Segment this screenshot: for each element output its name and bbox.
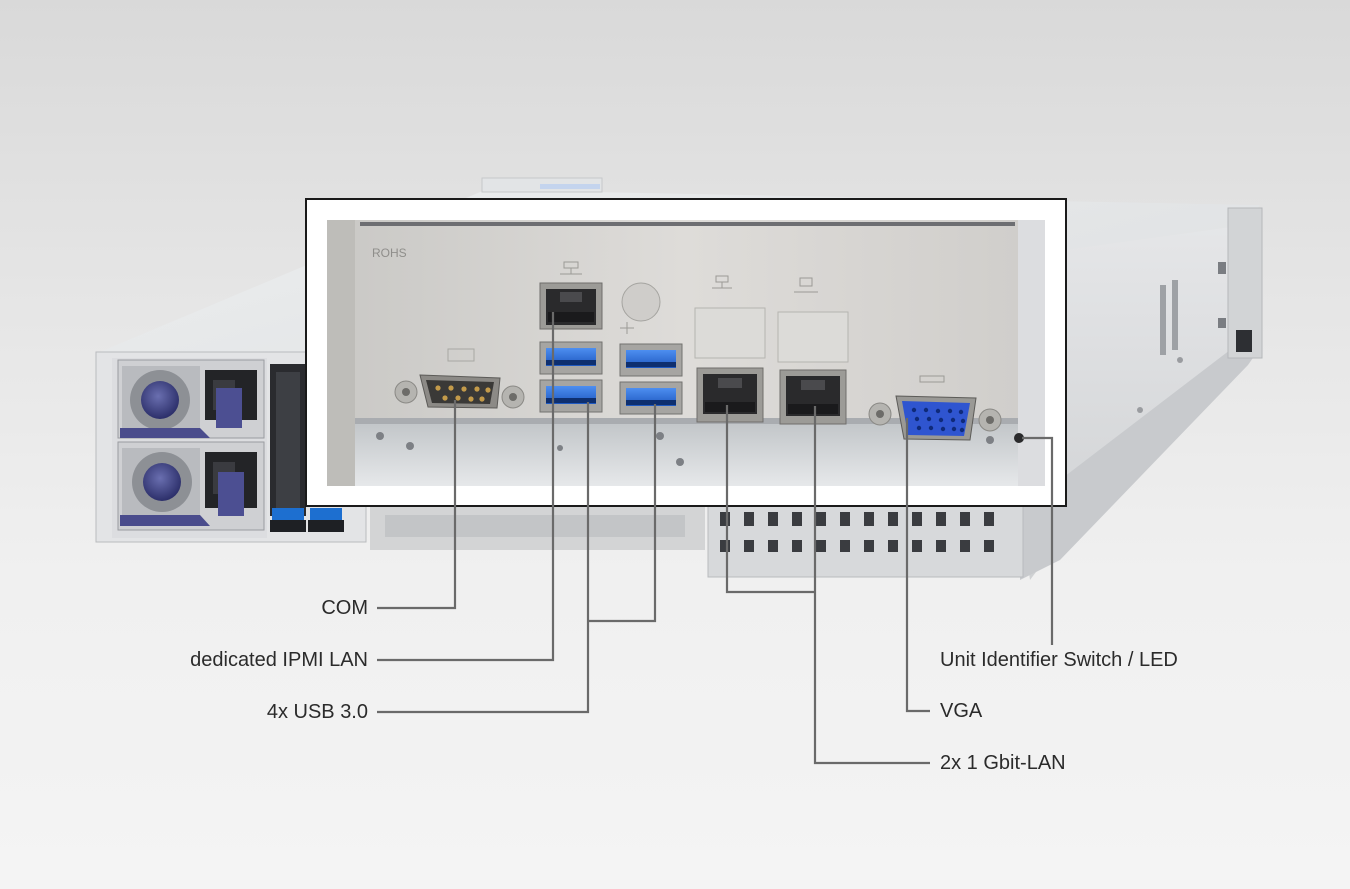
power-supply-unit-top <box>117 359 265 439</box>
leader-line-uid <box>1022 436 1054 645</box>
vga-port <box>868 375 1002 441</box>
callout-usb: 4x USB 3.0 <box>266 701 368 723</box>
network-icon <box>712 275 732 289</box>
lan-port-2 <box>777 277 849 425</box>
network-icon <box>794 277 818 293</box>
fan-icon <box>143 463 181 501</box>
leader-line-lan-1 <box>725 405 815 594</box>
leader-line-usb-right <box>588 404 657 623</box>
leader-line-lan <box>813 406 930 765</box>
com-port <box>394 348 525 409</box>
fan-icon <box>141 381 179 419</box>
usb-icon <box>620 322 634 334</box>
leader-lines <box>377 312 1054 765</box>
rohs-mark: ROHS <box>372 246 407 260</box>
usb-port-group-right <box>619 282 683 415</box>
uid-led <box>1014 433 1024 443</box>
callout-com: COM <box>321 597 368 619</box>
ipmi-lan-port <box>539 261 603 330</box>
power-supply-bay <box>95 351 367 543</box>
callout-uid: Unit Identifier Switch / LED <box>940 649 1178 671</box>
io-panel-inset: ROHS <box>305 198 1067 507</box>
lan-port-1 <box>694 275 766 423</box>
callout-vga: VGA <box>940 700 983 722</box>
leader-line-usb <box>377 402 590 714</box>
callout-ipmi-lan: dedicated IPMI LAN <box>190 649 368 671</box>
usb-port-group-left <box>539 341 603 413</box>
monitor-icon <box>919 375 945 383</box>
leader-line-com <box>377 400 457 610</box>
psu-handle <box>216 388 242 428</box>
leader-line-vga <box>905 418 930 713</box>
leader-line-ipmi <box>377 312 555 662</box>
vent-slots <box>360 222 1015 226</box>
power-supply-unit-bottom <box>117 441 265 531</box>
network-icon <box>560 261 582 275</box>
psu-handle <box>218 472 244 516</box>
callout-lan: 2x 1 Gbit-LAN <box>940 752 1066 774</box>
